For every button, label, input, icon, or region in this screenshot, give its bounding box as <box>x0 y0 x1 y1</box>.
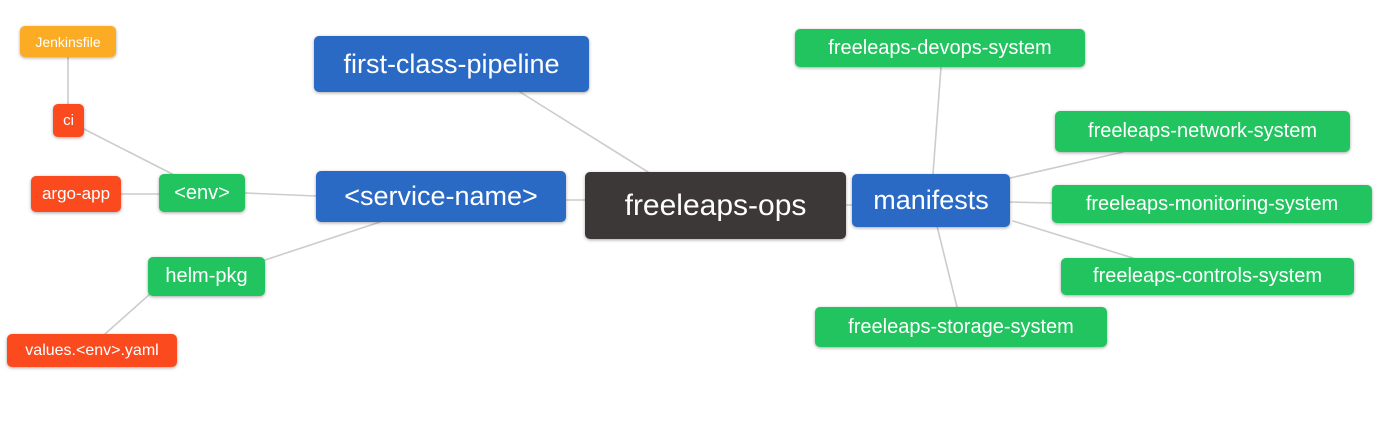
node-freeleaps-network-system[interactable]: freeleaps-network-system <box>1055 111 1350 152</box>
node-helm-pkg[interactable]: helm-pkg <box>148 257 265 296</box>
node-argo-app[interactable]: argo-app <box>31 176 121 212</box>
node-service-name[interactable]: <service-name> <box>316 171 566 222</box>
node-env[interactable]: <env> <box>159 174 245 212</box>
node-freeleaps-devops-system[interactable]: freeleaps-devops-system <box>795 29 1085 67</box>
node-jenkinsfile[interactable]: Jenkinsfile <box>20 26 116 57</box>
node-freeleaps-ops[interactable]: freeleaps-ops <box>585 172 846 239</box>
node-ci[interactable]: ci <box>53 104 84 137</box>
node-freeleaps-storage-system[interactable]: freeleaps-storage-system <box>815 307 1107 347</box>
node-manifests[interactable]: manifests <box>852 174 1010 227</box>
node-values-env-yaml[interactable]: values.<env>.yaml <box>7 334 177 367</box>
node-first-class-pipeline[interactable]: first-class-pipeline <box>314 36 589 92</box>
node-freeleaps-controls-system[interactable]: freeleaps-controls-system <box>1061 258 1354 295</box>
node-freeleaps-monitoring-system[interactable]: freeleaps-monitoring-system <box>1052 185 1372 223</box>
